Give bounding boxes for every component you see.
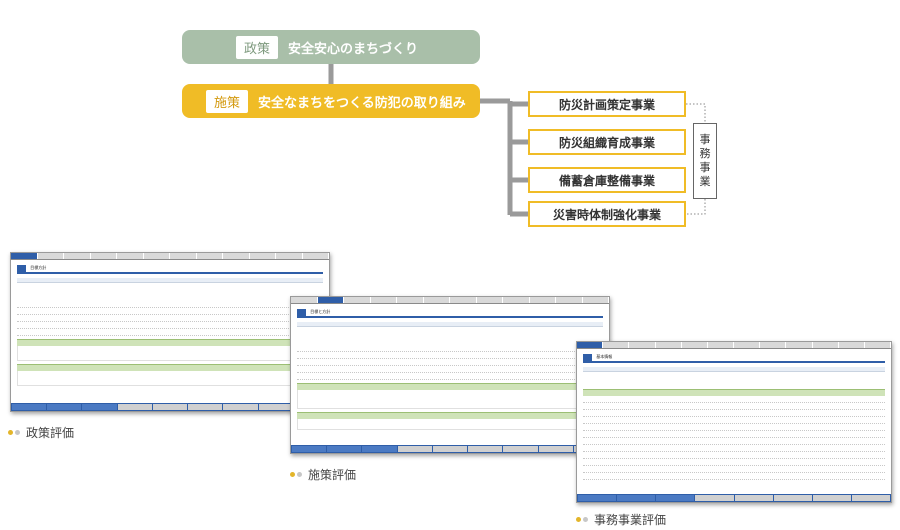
measure-text: 安全なまちをつくる防犯の取り組み — [258, 95, 466, 111]
work-label-char: 業 — [699, 175, 711, 188]
policy-box: 政策 安全安心のまちづくり — [182, 30, 480, 64]
work-bracket-top — [686, 103, 706, 123]
screen-button-bar — [291, 445, 609, 453]
project-eval-screenshot: 基本情報 — [576, 341, 892, 503]
measure-box: 施策 安全なまちをつくる防犯の取り組み — [182, 84, 480, 118]
project-box-3: 備蓄倉庫整備事業 — [528, 167, 686, 193]
policy-tag: 政策 — [236, 35, 279, 59]
policy-eval-screenshot: 目標方針 — [10, 252, 330, 412]
screen-tab-bar — [577, 342, 891, 349]
work-label-char: 事 — [699, 133, 711, 146]
project-eval-caption: 事務事業評価 — [576, 511, 666, 528]
screen-heading: 目標方針 — [30, 265, 47, 270]
work-label-char: 事 — [699, 161, 711, 174]
measure-eval-screenshot: 目標と方針 — [290, 296, 610, 454]
caption-text: 施策評価 — [308, 468, 357, 482]
section-header — [297, 383, 603, 390]
caption-text: 政策評価 — [26, 426, 75, 440]
section-header — [583, 389, 885, 396]
bullet-icon — [576, 517, 581, 522]
bullet-icon — [583, 517, 588, 522]
screen-title-bar: 基本情報 — [583, 353, 885, 363]
measure-tag: 施策 — [206, 89, 249, 113]
bullet-icon — [290, 472, 295, 477]
screen-button-bar — [11, 403, 329, 411]
project-box-2: 防災組織育成事業 — [528, 129, 686, 155]
screen-title-bar: 目標と方針 — [297, 308, 603, 318]
section-header — [17, 339, 323, 346]
bullet-icon — [297, 472, 302, 477]
screen-title-tag — [17, 264, 27, 272]
screen-heading: 目標と方針 — [310, 309, 331, 314]
work-project-label: 事 務 事 業 — [693, 123, 717, 199]
screen-title-tag — [297, 308, 307, 316]
work-bracket-bottom — [686, 199, 706, 215]
screen-title-bar: 目標方針 — [17, 264, 323, 274]
policy-eval-caption: 政策評価 — [8, 424, 74, 441]
measure-eval-caption: 施策評価 — [290, 466, 356, 483]
project-box-1: 防災計画策定事業 — [528, 91, 686, 117]
bullet-icon — [15, 430, 20, 435]
section-header — [17, 364, 323, 371]
screen-title-tag — [583, 353, 593, 361]
project-box-4: 災害時体制強化事業 — [528, 201, 686, 227]
section-header — [297, 412, 603, 419]
screen-tab-bar — [11, 253, 329, 260]
policy-text: 安全安心のまちづくり — [288, 41, 419, 57]
screen-tab-bar — [291, 297, 609, 304]
screen-heading: 基本情報 — [596, 354, 613, 359]
bullet-icon — [8, 430, 13, 435]
work-label-char: 務 — [699, 147, 711, 160]
screen-button-bar — [577, 494, 891, 502]
caption-text: 事務事業評価 — [594, 513, 667, 527]
